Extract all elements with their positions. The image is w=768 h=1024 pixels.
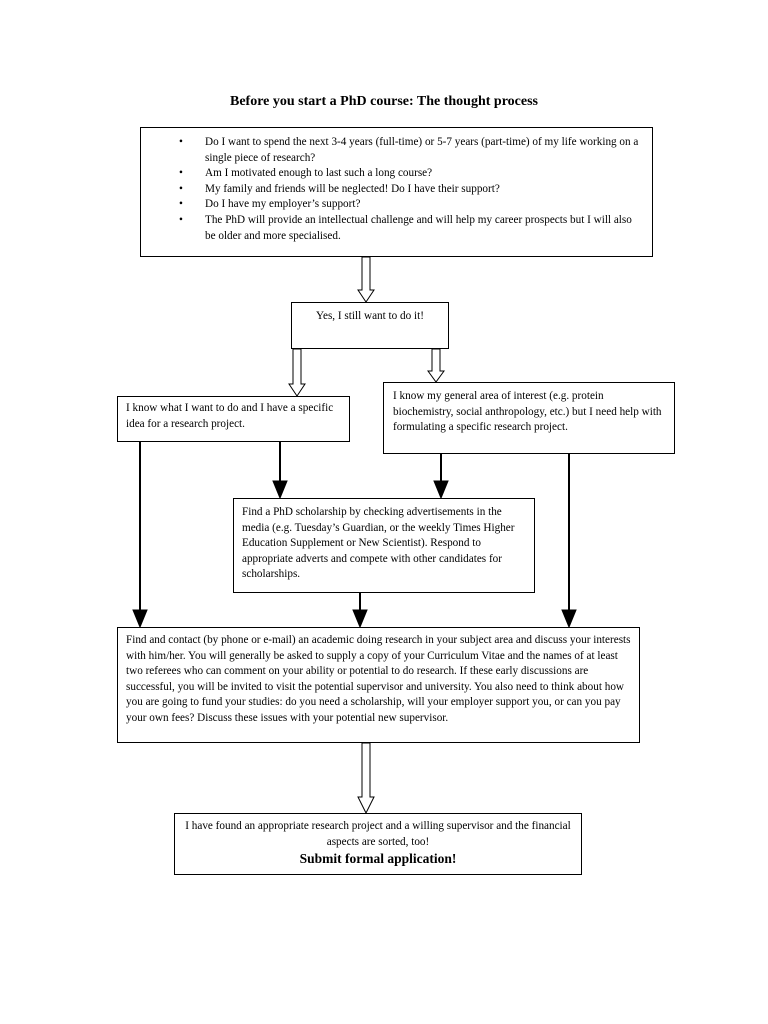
hollow-arrow-questions-to-yes [357,256,375,303]
hollow-arrow-contact-to-submit [357,742,375,815]
question-item: The PhD will provide an intellectual cha… [179,213,642,244]
contact-academic-box: Find and contact (by phone or e-mail) an… [117,627,640,743]
submit-application-box: I have found an appropriate research pro… [174,813,582,875]
solid-arrow-general-to-scholarship [433,454,449,500]
hollow-arrow-yes-to-general [427,348,445,383]
solid-arrow-general-to-contact [561,454,577,629]
specific-idea-box: I know what I want to do and I have a sp… [117,396,350,442]
solid-arrow-specific-to-scholarship [272,442,288,500]
question-item: Am I motivated enough to last such a lon… [179,166,642,182]
question-item: My family and friends will be neglected!… [179,182,642,198]
solid-arrow-scholarship-to-contact [352,593,368,629]
submit-emphasis: Submit formal application! [299,851,457,867]
questions-list: Do I want to spend the next 3-4 years (f… [151,135,642,244]
question-item: Do I want to spend the next 3-4 years (f… [179,135,642,166]
solid-arrow-specific-to-contact [132,442,148,629]
question-item: Do I have my employer’s support? [179,197,642,213]
yes-box: Yes, I still want to do it! [291,302,449,349]
questions-box: Do I want to spend the next 3-4 years (f… [140,127,653,257]
general-interest-box: I know my general area of interest (e.g.… [383,382,675,454]
hollow-arrow-yes-to-specific [288,348,306,397]
scholarship-box: Find a PhD scholarship by checking adver… [233,498,535,593]
submit-description: I have found an appropriate research pro… [185,820,571,848]
diagram-title: Before you start a PhD course: The thoug… [230,94,538,109]
